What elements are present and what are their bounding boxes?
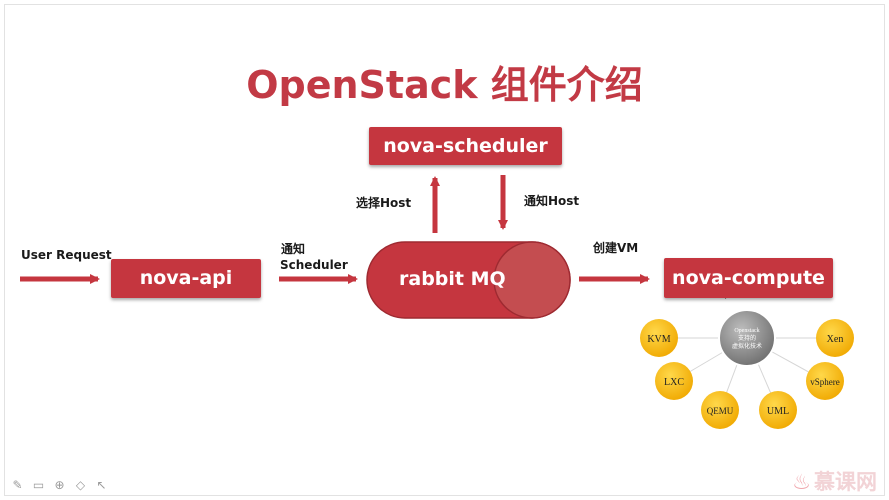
nova-scheduler-box: nova-scheduler xyxy=(369,127,562,165)
nova-compute-box: nova-compute xyxy=(664,258,833,298)
hypervisor-xen xyxy=(816,319,854,357)
notify-label: 通知 xyxy=(281,242,306,256)
hypervisor-center-text: 虚拟化技术 xyxy=(732,342,762,350)
nova-api-box: nova-api xyxy=(111,259,261,298)
hypervisor-uml xyxy=(759,391,797,429)
create-vm-label: 创建VM xyxy=(593,241,639,255)
rabbit-mq-label: rabbit MQ xyxy=(399,268,506,290)
slide-title: OpenStack 组件介绍 xyxy=(246,63,643,107)
presentation-toolbar: ✎ ▭ ⊕ ◇ ↖ xyxy=(10,478,109,492)
hypervisor-vsphere xyxy=(806,362,844,400)
hypervisor-label: QEMU xyxy=(707,406,734,416)
hypervisor-label: Xen xyxy=(827,334,844,345)
pen-icon[interactable]: ✎ xyxy=(12,478,23,492)
rabbit-mq-cylinder xyxy=(366,241,571,319)
nova-scheduler-label: nova-scheduler xyxy=(383,135,548,157)
select-host-label: 选择Host xyxy=(356,196,412,210)
nova-compute-label: nova-compute xyxy=(672,267,825,289)
hypervisor-label: KVM xyxy=(647,334,670,345)
hypervisor-qemu xyxy=(701,391,739,429)
user-request-label: User Request xyxy=(21,248,112,262)
watermark: ♨慕课网 xyxy=(792,466,877,496)
hypervisor-center-text: Openstack xyxy=(734,328,759,334)
hypervisor-label: LXC xyxy=(664,377,684,388)
hypervisor-label: UML xyxy=(767,406,789,417)
slide-frame xyxy=(4,4,885,496)
notify-host-label: 通知Host xyxy=(524,194,580,208)
hypervisor-label: vSphere xyxy=(810,377,840,387)
slides-icon[interactable]: ▭ xyxy=(32,478,45,492)
nova-api-label: nova-api xyxy=(139,267,233,289)
hypervisor-kvm xyxy=(640,319,678,357)
hypervisor-lxc xyxy=(655,362,693,400)
hypervisor-center xyxy=(718,309,776,367)
flame-icon: ♨ xyxy=(792,470,811,494)
hypervisor-center-text: 支持的 xyxy=(738,334,756,342)
watermark-text: 慕课网 xyxy=(814,470,877,494)
zoom-icon[interactable]: ⊕ xyxy=(54,478,65,492)
notify-scheduler-label: Scheduler xyxy=(280,258,348,272)
eraser-icon[interactable]: ◇ xyxy=(75,478,86,492)
pointer-icon[interactable]: ↖ xyxy=(96,478,107,492)
